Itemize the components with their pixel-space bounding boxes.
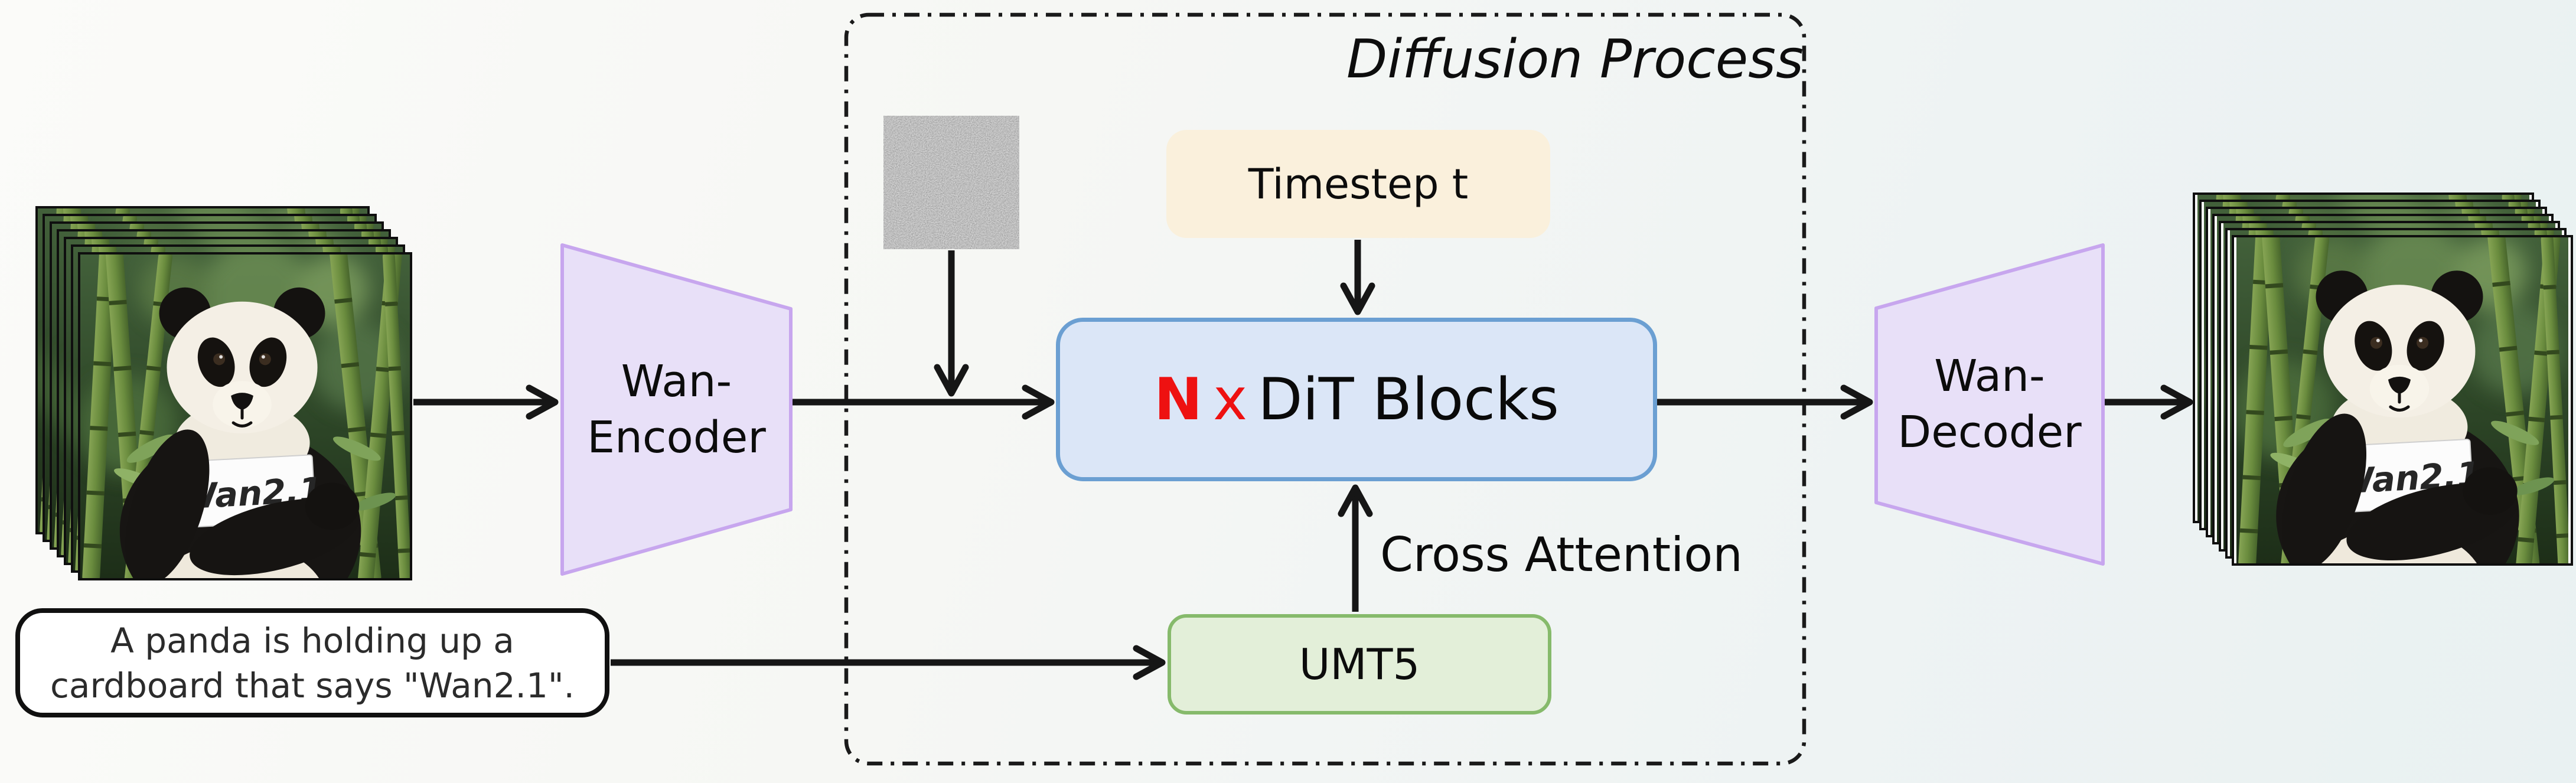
decoder-label-line1: Wan- bbox=[1934, 351, 2045, 402]
diffusion-process-container bbox=[844, 12, 1807, 766]
dit-count-n: N bbox=[1154, 366, 1203, 433]
dit-times-x: x bbox=[1213, 366, 1248, 433]
wan-encoder: Wan- Encoder bbox=[560, 243, 793, 576]
encoder-label-line2: Encoder bbox=[587, 412, 766, 463]
prompt-line-1: A panda is holding up a bbox=[110, 620, 514, 661]
dit-label: DiT Blocks bbox=[1258, 366, 1559, 433]
diffusion-process-title: Diffusion Process bbox=[1346, 28, 1804, 90]
umt5-box: UMT5 bbox=[1168, 614, 1551, 715]
decoder-trapezoid bbox=[1874, 243, 2105, 566]
video-frame bbox=[2232, 235, 2573, 566]
dit-blocks-box: N x DiT Blocks bbox=[1056, 318, 1657, 481]
video-frame bbox=[78, 252, 412, 580]
umt5-label: UMT5 bbox=[1299, 640, 1420, 689]
prompt-text-box: A panda is holding up a cardboard that s… bbox=[15, 608, 609, 717]
encoder-trapezoid bbox=[560, 243, 793, 576]
prompt-line-2: cardboard that says "Wan2.1". bbox=[50, 665, 575, 706]
noise-image bbox=[883, 116, 1019, 249]
timestep-box: Timestep t bbox=[1166, 130, 1550, 238]
timestep-label: Timestep t bbox=[1248, 159, 1469, 208]
cross-attention-label: Cross Attention bbox=[1380, 527, 1743, 582]
wan-decoder: Wan- Decoder bbox=[1874, 243, 2105, 566]
decoder-label-line2: Decoder bbox=[1897, 407, 2082, 458]
encoder-label-line1: Wan- bbox=[621, 355, 732, 407]
